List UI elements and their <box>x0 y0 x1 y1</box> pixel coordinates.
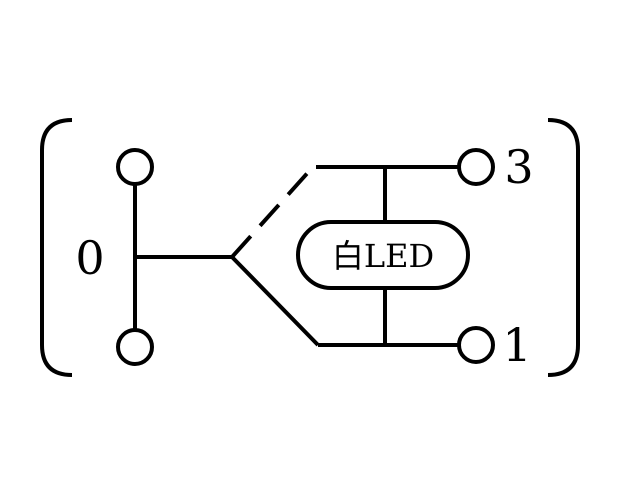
left-bracket <box>40 118 73 377</box>
terminal-label-0: 0 <box>75 231 104 285</box>
terminal-label-1: 1 <box>502 318 531 372</box>
terminal-1-circle <box>457 326 495 364</box>
terminal-label-3: 3 <box>504 140 533 194</box>
led-label: 白LED <box>332 237 434 275</box>
switch-blade-dashed <box>230 166 314 259</box>
led-capsule <box>296 220 470 290</box>
right-bracket <box>547 118 580 377</box>
terminal-left-top <box>116 148 154 186</box>
switch-blade-closed <box>230 255 320 347</box>
terminal-left-bottom <box>116 328 154 366</box>
terminal-3-circle <box>457 148 495 186</box>
